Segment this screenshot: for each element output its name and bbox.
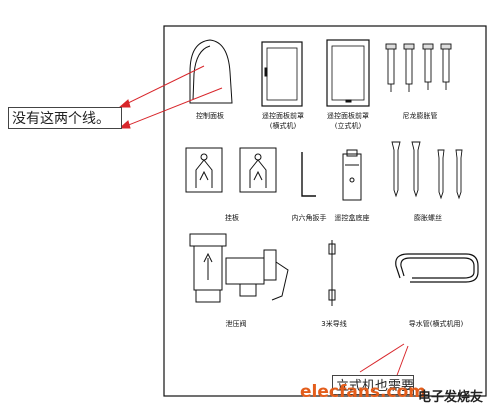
label-expansion-screw: 膨胀螺丝 — [414, 213, 442, 222]
water-pipe-drawing — [395, 253, 479, 283]
label-control-panel: 控制面板 — [196, 111, 224, 120]
annotation-top-note: 没有这两个线。 — [12, 111, 110, 127]
hanger-plate-drawing — [185, 147, 277, 193]
watermark-brand: elecfans.com — [300, 382, 426, 402]
label-nylon-anchor: 尼龙膨胀管 — [403, 111, 438, 120]
expansion-screw-drawing — [391, 141, 463, 200]
control-panel-drawing — [189, 39, 233, 104]
relief-valve-drawing — [189, 233, 289, 303]
label-wire-3m: 3米导线 — [321, 319, 346, 328]
label-front-cover-horizontal-2: (横式机) — [270, 121, 297, 130]
annotation-top-box — [8, 107, 122, 129]
label-hex-wrench: 内六角扳手 — [292, 213, 327, 222]
nylon-anchor-drawing — [385, 43, 452, 92]
remote-box-drawing — [342, 149, 362, 201]
label-relief-valve: 泄压阀 — [226, 319, 247, 328]
diagram-frame — [163, 25, 487, 397]
label-front-cover-horizontal-1: 遥控面板前罩 — [262, 111, 304, 120]
front-cover-vertical-drawing — [326, 39, 370, 107]
label-front-cover-vertical-2: (立式机) — [335, 121, 362, 130]
front-cover-horizontal-drawing — [261, 41, 303, 107]
hex-wrench-drawing — [301, 152, 316, 197]
wire-drawing — [328, 240, 336, 306]
label-hanger-plate: 挂板 — [225, 213, 239, 222]
label-remote-box: 遥控盒底座 — [335, 213, 370, 222]
label-water-pipe: 导水管(横式机用) — [409, 319, 464, 328]
annotation-bottom-note: 立式机也需要 — [336, 379, 415, 394]
annotation-bottom-box — [332, 375, 414, 395]
watermark-chinese: 电子发烧友 — [418, 390, 484, 405]
annotation-arrows — [118, 65, 409, 379]
label-front-cover-vertical-1: 遥控面板前罩 — [327, 111, 369, 120]
